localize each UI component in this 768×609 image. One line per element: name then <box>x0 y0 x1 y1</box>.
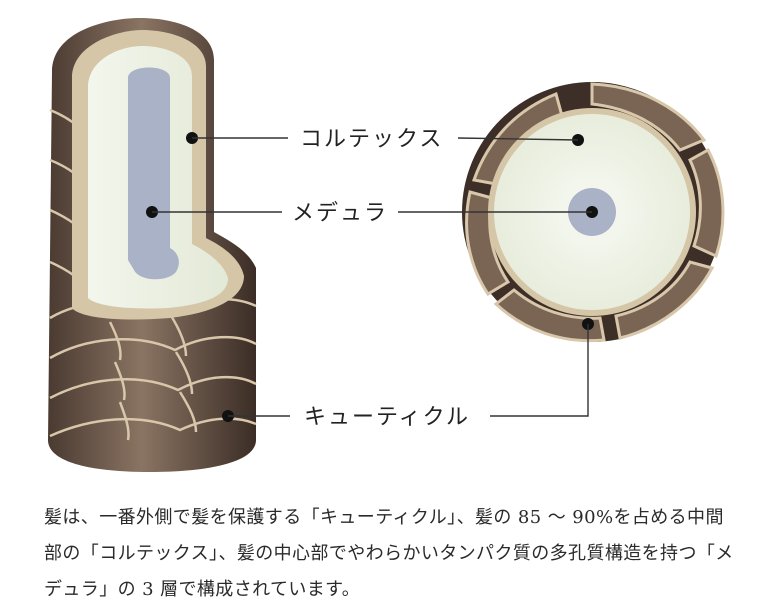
label-cortex: コルテックス <box>300 127 443 152</box>
hair-shaft-illustration <box>48 18 257 472</box>
shaft-medulla <box>128 67 179 280</box>
leader-lines <box>152 137 592 417</box>
label-cuticle: キューティクル <box>304 405 470 430</box>
label-medulla: メデュラ <box>292 201 388 226</box>
hair-structure-diagram: コルテックス メデュラ キューティクル <box>48 18 725 472</box>
description-text: 髪は、一番外側で髪を保護する「キューティクル」、髪の 85 〜 90%を占める中… <box>44 507 734 600</box>
